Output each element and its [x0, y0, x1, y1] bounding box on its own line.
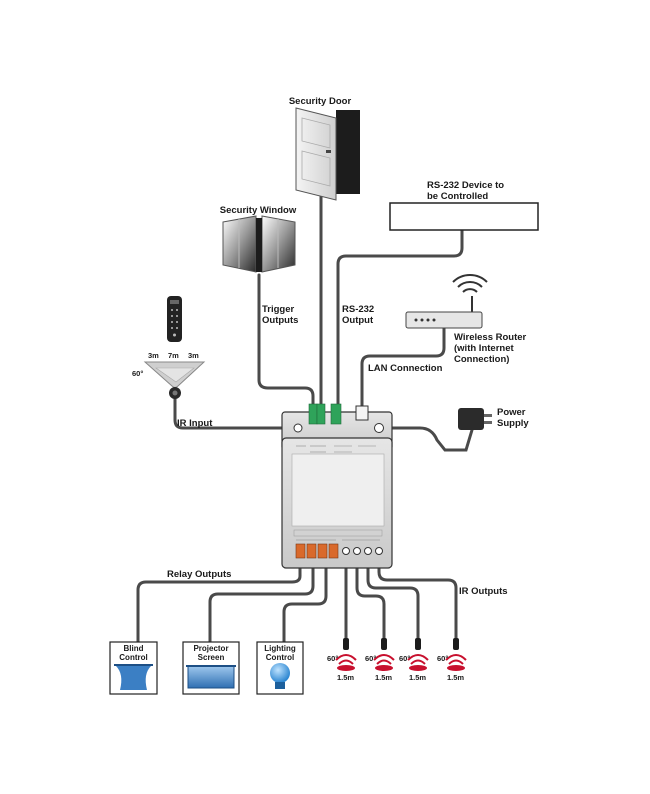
label-router-line1: Wireless Router [454, 332, 527, 343]
cable-security-window [257, 273, 315, 412]
main-controller-unit [281, 403, 393, 569]
relay-output-terminals[interactable] [295, 543, 339, 559]
label-security-door: Security Door [288, 96, 352, 107]
cable-ir-out-4 [377, 558, 458, 642]
lan-port[interactable] [355, 405, 369, 421]
label-trigger-outputs-line1: Trigger [262, 304, 295, 315]
rs232-device-box [389, 202, 539, 231]
cable-rs232 [336, 228, 464, 412]
cable-ir-input [173, 396, 292, 430]
security-window-icon [222, 215, 296, 273]
cable-lan [360, 326, 446, 412]
label-relay-outputs: Relay Outputs [167, 569, 232, 580]
cable-power [382, 426, 474, 452]
label-emitter-2-angle: 60° [365, 654, 377, 663]
label-emitter-4-range: 1.5m [447, 673, 465, 682]
label-rs232-device-line1: RS-232 Device to [427, 180, 505, 191]
label-trigger-outputs-line2: Outputs [262, 315, 299, 326]
label-lan-connection: LAN Connection [368, 363, 443, 374]
label-projector-screen-line1: Projector [193, 644, 229, 653]
wifi-router-icon [405, 273, 488, 329]
label-emitter-1-angle: 60° [327, 654, 339, 663]
trigger-terminals[interactable] [308, 403, 342, 425]
label-ir-range-left: 3m [148, 351, 159, 360]
label-projector-screen-line2: Screen [197, 653, 225, 662]
power-input-port[interactable] [374, 423, 384, 433]
label-ir-range-mid: 7m [168, 351, 179, 360]
projector-screen-icon [182, 641, 240, 695]
power-adapter-icon [458, 408, 492, 430]
security-door-icon [295, 107, 360, 201]
label-ir-outputs: IR Outputs [459, 586, 508, 597]
label-rs232-output-line1: RS-232 [342, 304, 375, 315]
label-emitter-2-range: 1.5m [375, 673, 393, 682]
label-emitter-3-angle: 60° [399, 654, 411, 663]
ir-input-port[interactable] [293, 423, 303, 433]
label-ir-range-right: 3m [188, 351, 199, 360]
ir-emitter-icon [335, 638, 467, 671]
ir-sensor-icon [143, 361, 206, 399]
label-lighting-control-line1: Lighting [264, 644, 296, 653]
blind-icon [109, 641, 158, 695]
cable-ir-out-3 [366, 558, 420, 642]
label-emitter-1-range: 1.5m [337, 673, 355, 682]
label-power-supply-line1: Power [497, 407, 526, 418]
light-bulb-icon [256, 641, 304, 695]
label-blind-control-line1: Blind [123, 644, 144, 653]
label-power-supply-line2: Supply [497, 418, 529, 429]
cable-relay-projector [208, 563, 315, 644]
cable-relay-lighting [282, 563, 328, 644]
cable-ir-out-2 [355, 558, 386, 642]
label-security-window: Security Window [219, 205, 297, 216]
label-ir-input: IR Input [177, 418, 213, 429]
label-router-line2: (with Internet [454, 343, 514, 354]
ir-output-ports[interactable] [342, 547, 383, 555]
remote-control-icon [167, 296, 182, 342]
label-emitter-4-angle: 60° [437, 654, 449, 663]
label-blind-control-line2: Control [119, 653, 148, 662]
label-emitter-3-range: 1.5m [409, 673, 427, 682]
label-rs232-output-line2: Output [342, 315, 374, 326]
label-ir-angle: 60° [132, 369, 144, 378]
label-lighting-control-line2: Control [265, 653, 295, 662]
cables [136, 193, 474, 644]
label-router-line3: Connection) [454, 354, 510, 365]
label-rs232-device-line2: be Controlled [427, 191, 489, 202]
cable-relay-blind [136, 563, 302, 644]
